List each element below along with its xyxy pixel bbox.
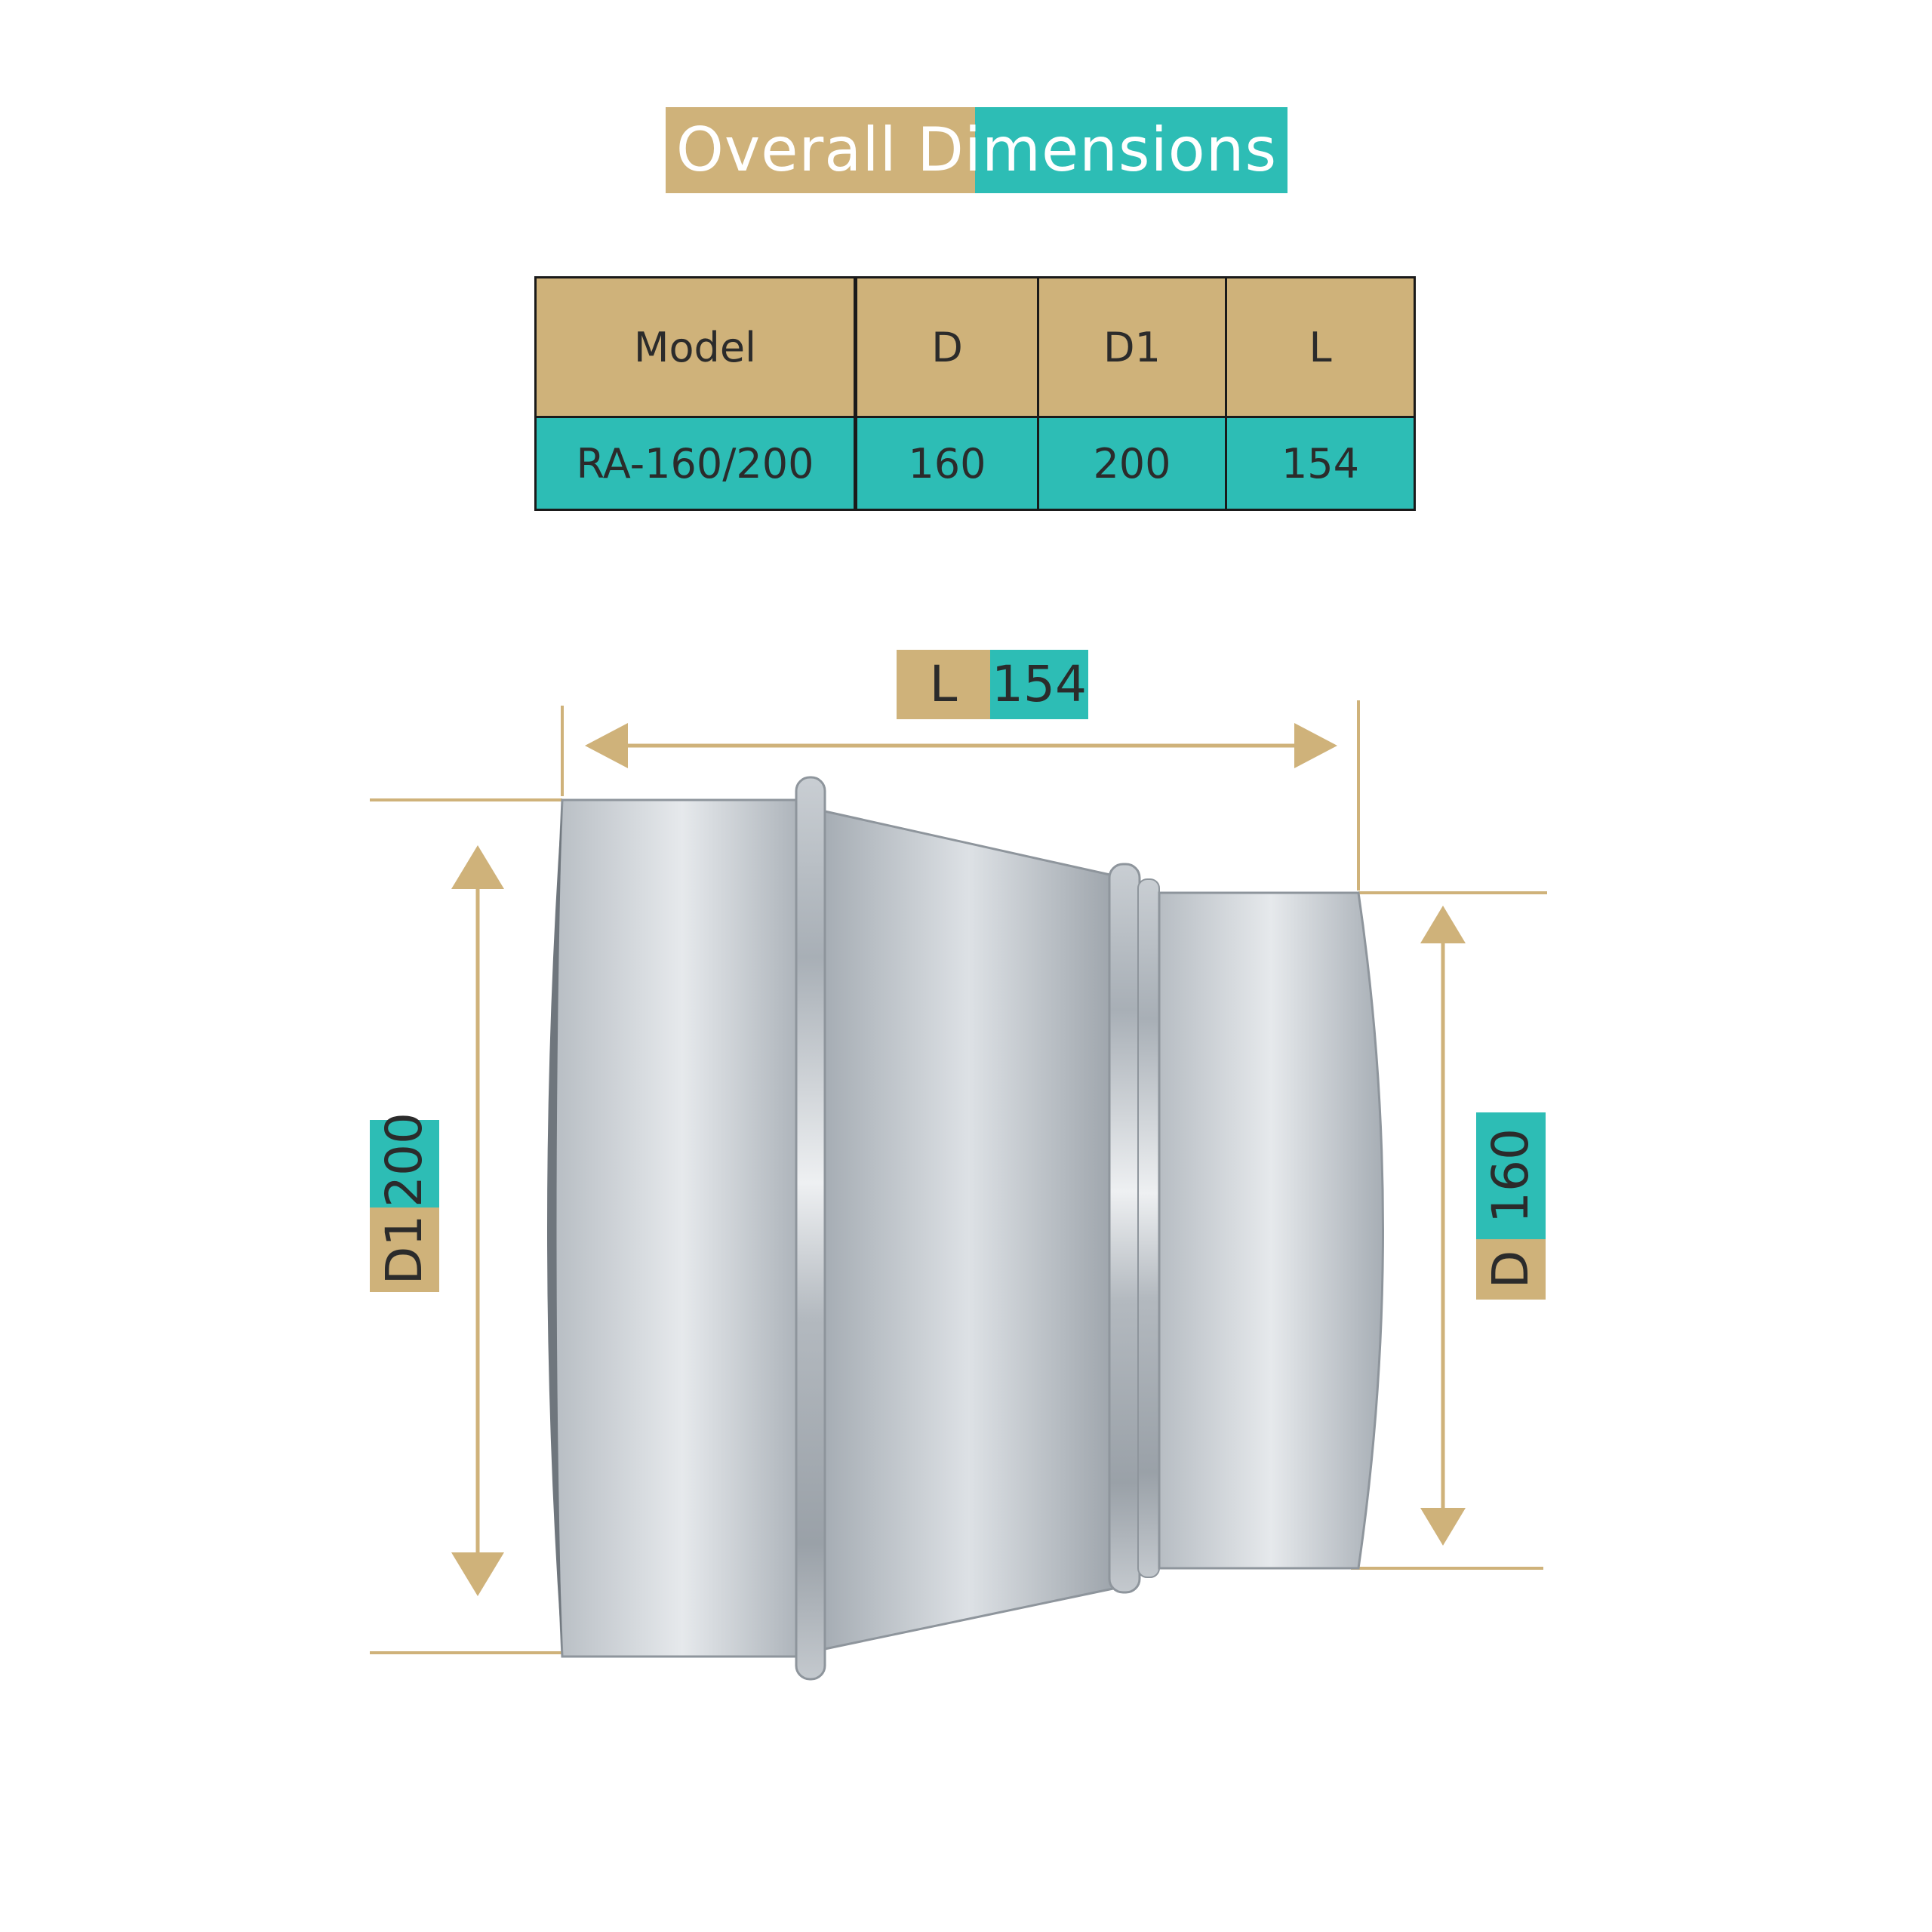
page-title: Overall Dimensions bbox=[666, 107, 1287, 193]
table-row: RA-160/200 160 200 154 bbox=[534, 416, 1416, 511]
dimensions-table: Model D D1 L RA-160/200 160 200 154 bbox=[534, 276, 1416, 511]
extension-lines bbox=[370, 700, 1547, 1654]
length-value: 154 bbox=[990, 650, 1088, 719]
table-header-row: Model D D1 L bbox=[534, 276, 1416, 418]
inner-diameter-arrow bbox=[1420, 906, 1466, 1546]
header-l: L bbox=[1225, 276, 1416, 418]
length-label: L 154 bbox=[897, 650, 1088, 719]
cell-d1: 200 bbox=[1037, 416, 1227, 511]
header-d: D bbox=[854, 276, 1039, 418]
outer-diameter-arrow bbox=[451, 845, 504, 1596]
cell-model: RA-160/200 bbox=[534, 416, 857, 511]
length-key: L bbox=[897, 650, 990, 719]
cell-l: 154 bbox=[1225, 416, 1416, 511]
outer-diameter-label: D1 200 bbox=[370, 1112, 439, 1292]
outer-diameter-key: D1 bbox=[370, 1208, 439, 1292]
cell-d: 160 bbox=[854, 416, 1039, 511]
inner-diameter-value: 160 bbox=[1476, 1112, 1546, 1239]
inner-diameter-key: D bbox=[1476, 1239, 1546, 1300]
header-d1: D1 bbox=[1037, 276, 1227, 418]
duct-reducer-illustration bbox=[547, 776, 1384, 1681]
header-model: Model bbox=[534, 276, 857, 418]
outer-diameter-value: 200 bbox=[370, 1112, 439, 1208]
inner-diameter-label: D 160 bbox=[1476, 1112, 1546, 1300]
length-arrow bbox=[585, 723, 1337, 768]
